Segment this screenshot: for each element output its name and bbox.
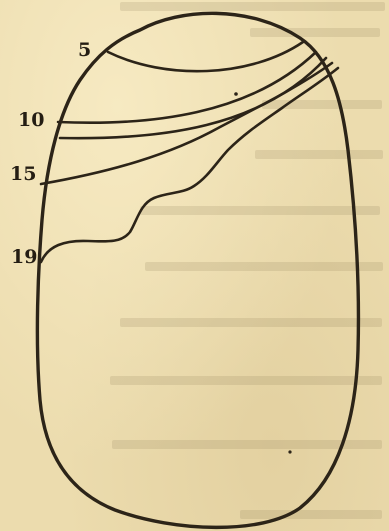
stage-10-label: 10 xyxy=(18,109,44,131)
egg-outline xyxy=(37,13,358,527)
stage-19-curve xyxy=(41,68,338,262)
ink-dot xyxy=(234,92,238,96)
ink-dot xyxy=(288,450,291,453)
stage-5-label: 5 xyxy=(78,39,91,61)
stage-5-curve xyxy=(108,42,303,71)
stage-19-label: 19 xyxy=(11,246,37,268)
stage-15-label: 15 xyxy=(10,163,36,185)
